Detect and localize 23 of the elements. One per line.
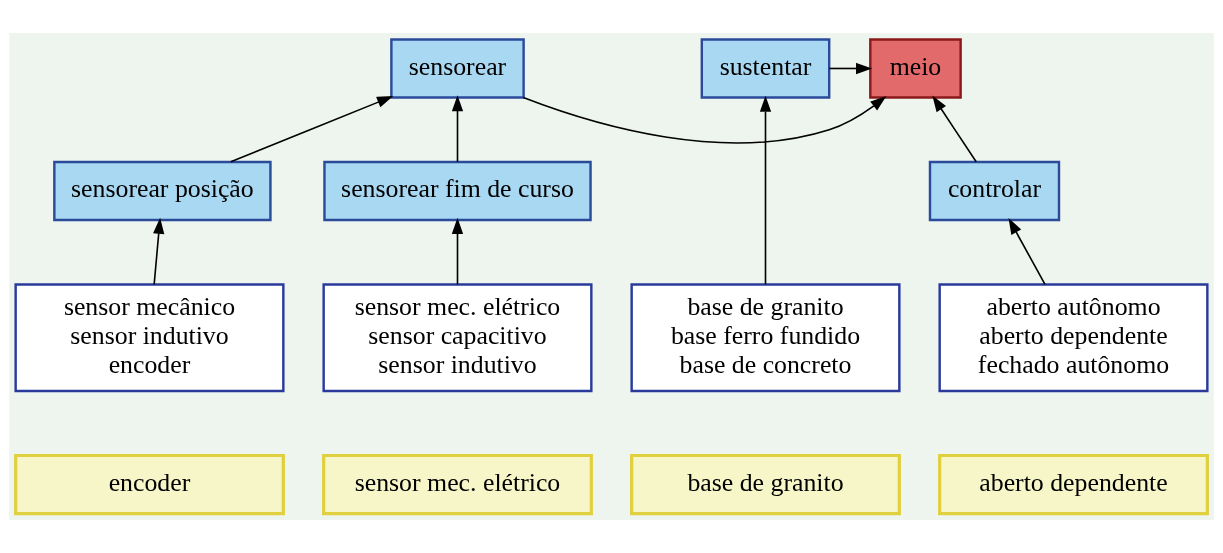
node-box: aberto autônomo aberto dependente fechado autônomo — [938, 283, 1209, 393]
node-box: sensorear fim de curso — [323, 160, 592, 222]
node-box: sensorear posição — [53, 160, 272, 222]
node-box: encoder — [14, 453, 285, 516]
arrow — [522, 96, 887, 144]
arrow — [932, 95, 977, 163]
node-box: sustentar — [700, 38, 831, 99]
node-box: aberto dependente — [938, 453, 1209, 516]
arrow — [230, 96, 394, 163]
arrow — [1008, 218, 1046, 286]
arrow — [828, 62, 873, 75]
arrow — [153, 217, 165, 286]
node-box: base de granito — [630, 453, 901, 516]
node-box: meio — [869, 38, 962, 99]
node-box: controlar — [928, 160, 1061, 222]
arrow — [759, 95, 772, 286]
node-box: base de granito base ferro fundido base de concreto — [630, 283, 901, 393]
node-box: sensor mec. elétrico — [322, 453, 593, 516]
node-box: sensor mecânico sensor indutivo encoder — [14, 283, 285, 393]
node-box: sensor mec. elétrico sensor capacitivo sensor indutivo — [322, 283, 593, 393]
arrow — [451, 95, 464, 163]
node-box: sensorear — [390, 38, 525, 99]
arrow — [451, 217, 464, 286]
